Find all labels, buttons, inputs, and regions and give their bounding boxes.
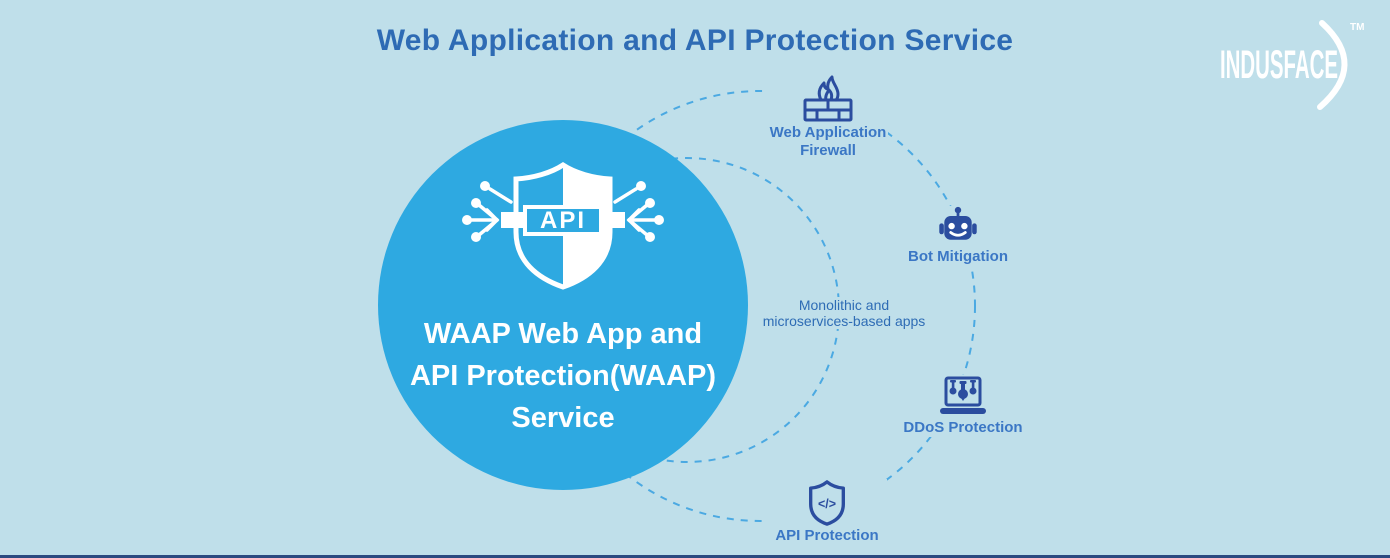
api-shield-circuit-icon: API bbox=[460, 161, 666, 290]
caption-line-2: API Protection(WAAP) bbox=[409, 360, 717, 392]
api-label-text: API bbox=[540, 207, 586, 234]
indusface-logo: INDUSFACE TM bbox=[1220, 20, 1364, 110]
annotation-line-1: Monolithic and bbox=[798, 297, 890, 313]
ddos-attack-icon bbox=[940, 376, 986, 414]
bottom-border bbox=[0, 555, 1390, 558]
center-caption: WAAP Web App and API Protection(WAAP) Se… bbox=[385, 313, 741, 439]
circuit-trace-left bbox=[460, 179, 513, 244]
code-shield-icon: </> bbox=[809, 480, 845, 526]
trademark-symbol: TM bbox=[1350, 22, 1364, 33]
caption-line-1: WAAP Web App and bbox=[423, 318, 703, 350]
page-title: Web Application and API Protection Servi… bbox=[376, 24, 1014, 57]
annotation-monolithic-apps: Monolithic and microservices-based apps bbox=[760, 297, 928, 329]
node-web-application-firewall: Web Application Firewall bbox=[768, 72, 888, 160]
api-label-box bbox=[523, 205, 603, 236]
node-label: API Protection bbox=[775, 527, 879, 544]
code-glyph: </> bbox=[818, 497, 836, 511]
caption-line-3: Service bbox=[511, 402, 615, 434]
annotation-line-2: microservices-based apps bbox=[762, 313, 926, 329]
circuit-trace-right bbox=[613, 179, 666, 244]
node-label: Web Application bbox=[769, 124, 887, 141]
node-label: DDoS Protection bbox=[903, 419, 1023, 436]
node-ddos-protection: DDoS Protection bbox=[901, 375, 1025, 437]
node-api-protection: </> API Protection bbox=[767, 479, 887, 545]
connector-tab-right bbox=[601, 212, 625, 228]
node-label: Bot Mitigation bbox=[908, 248, 1008, 265]
shield-outline bbox=[513, 161, 613, 290]
logo-arc bbox=[1317, 20, 1348, 110]
node-bot-mitigation: Bot Mitigation bbox=[898, 206, 1018, 266]
firewall-icon bbox=[803, 75, 853, 122]
connector-tab-left bbox=[501, 212, 525, 228]
node-label: Firewall bbox=[800, 142, 856, 159]
logo-wordmark: INDUSFACE bbox=[1220, 43, 1338, 87]
robot-icon bbox=[939, 206, 977, 240]
